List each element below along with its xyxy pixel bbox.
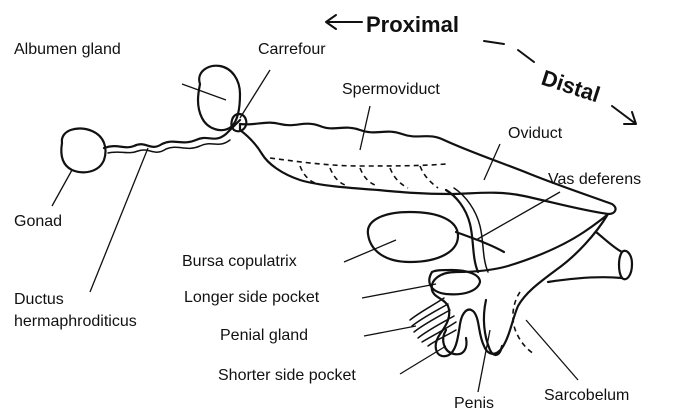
label-albumen-gland: Albumen gland [14, 41, 121, 58]
gonad-shape [61, 128, 105, 172]
longer-side-pocket-shape [429, 270, 480, 294]
label-ductus-line1: Ductus [14, 291, 64, 308]
distal-label: Distal [538, 65, 603, 107]
distal-arrow [612, 106, 636, 124]
proximal-arrow [326, 15, 362, 29]
leader-lines [52, 70, 578, 392]
penial-gland-coils [410, 298, 456, 346]
leader-sarcobelum [526, 320, 578, 380]
shorter-side-pocket-shape [443, 330, 466, 354]
vas-deferens-duct [446, 190, 478, 272]
label-sarcobelum: Sarcobelum [544, 387, 629, 404]
bursa-stalk [456, 232, 504, 252]
label-oviduct: Oviduct [508, 125, 563, 142]
direction-connector-right [518, 50, 534, 62]
leader-spermoviduct [360, 106, 370, 150]
direction-connector-left [484, 41, 504, 44]
leader-shorter-side-pocket [400, 346, 446, 374]
proximal-label: Proximal [366, 12, 459, 37]
leader-ductus-hermaphroditicus [90, 148, 148, 292]
genital-opening-shape [619, 251, 632, 279]
sarcobelum-dashed-outline [513, 292, 534, 354]
direction-indicator: Proximal Distal [326, 12, 636, 124]
bursa-copulatrix-shape [368, 212, 458, 262]
labels: Albumen gland Carrefour Spermoviduct Ovi… [14, 41, 641, 412]
label-vas-deferens: Vas deferens [548, 171, 641, 188]
leader-carrefour [240, 70, 270, 118]
label-longer-side-pocket: Longer side pocket [184, 289, 320, 306]
label-penial-gland: Penial gland [220, 327, 308, 344]
label-ductus-line2: hermaphroditicus [14, 313, 137, 330]
leader-penis [478, 330, 490, 392]
label-bursa-copulatrix: Bursa copulatrix [182, 253, 297, 270]
leader-vas-deferens [476, 192, 560, 240]
atrium-to-opening [548, 232, 622, 282]
prostate-dashed-line [270, 158, 446, 166]
label-penis: Penis [454, 395, 494, 412]
leader-gonad [52, 170, 72, 206]
leader-penial-gland [364, 326, 416, 336]
organs [61, 66, 632, 357]
label-spermoviduct: Spermoviduct [342, 81, 440, 98]
label-carrefour: Carrefour [258, 41, 326, 58]
leader-albumen-gland [182, 84, 226, 100]
leader-longer-side-pocket [362, 284, 436, 298]
label-gonad: Gonad [14, 213, 62, 230]
label-shorter-side-pocket: Shorter side pocket [218, 367, 356, 384]
